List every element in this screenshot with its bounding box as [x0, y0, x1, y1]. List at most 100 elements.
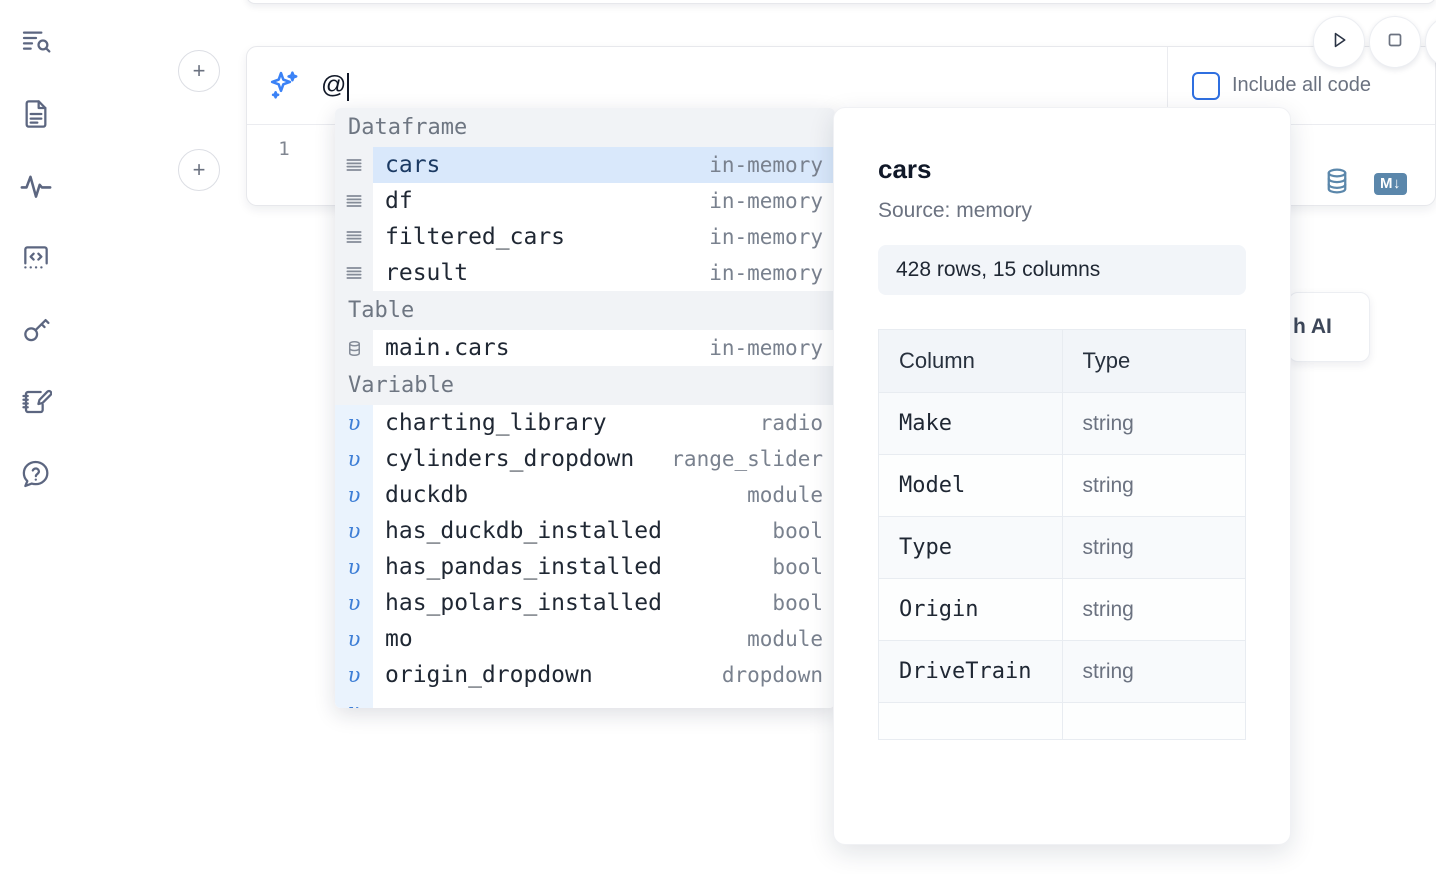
autocomplete-item-body — [373, 693, 835, 708]
sidebar-item-activity[interactable] — [12, 162, 60, 210]
autocomplete-item-meta: range_slider — [671, 447, 823, 471]
sidebar-item-outline[interactable] — [12, 18, 60, 66]
variable-icon: υ — [335, 477, 373, 513]
run-cell-button[interactable] — [1313, 16, 1365, 68]
autocomplete-item-name: origin_dropdown — [385, 662, 593, 688]
autocomplete-group-header: Dataframe — [335, 108, 835, 147]
add-cell-above-button[interactable]: + — [178, 50, 220, 92]
key-icon — [20, 314, 52, 346]
schema-column-type: string — [1061, 454, 1246, 517]
text-caret — [347, 72, 350, 101]
autocomplete-item-name: charting_library — [385, 410, 607, 436]
schema-column-name: Model — [878, 454, 1063, 517]
autocomplete-item-name: duckdb — [385, 482, 469, 508]
include-all-code-label: Include all code — [1232, 74, 1371, 96]
ai-sparkle-icon — [247, 68, 321, 104]
play-icon — [1327, 28, 1351, 57]
markdown-icon[interactable]: M↓ — [1374, 172, 1407, 195]
variable-icon: υ — [335, 621, 373, 657]
include-all-code-checkbox[interactable] — [1192, 71, 1220, 100]
variable-icon: υ — [335, 513, 373, 549]
database-table-icon — [335, 330, 373, 366]
variable-icon: υ — [335, 405, 373, 441]
autocomplete-item-name: has_pandas_installed — [385, 554, 662, 580]
ai-prompt-input[interactable]: @ — [321, 47, 1167, 125]
autocomplete-item[interactable]: cars in-memory — [335, 147, 835, 183]
sidebar-item-help[interactable] — [12, 450, 60, 498]
table-row — [878, 702, 1246, 740]
help-chat-icon — [20, 458, 52, 490]
schema-column-type: string — [1061, 392, 1246, 455]
autocomplete-item-meta: bool — [772, 591, 823, 615]
schema-column-type: string — [1061, 516, 1246, 579]
autocomplete-item-meta: in-memory — [709, 189, 823, 213]
schema-column-type — [1061, 702, 1246, 740]
generate-with-ai-button[interactable]: h AI — [1288, 292, 1370, 362]
dataframe-rows-icon — [335, 183, 373, 219]
autocomplete-item-meta: in-memory — [709, 225, 823, 249]
stop-cell-button[interactable] — [1369, 16, 1421, 68]
plus-icon: + — [192, 58, 206, 83]
dataframe-rows-icon — [335, 255, 373, 291]
autocomplete-item-meta: in-memory — [709, 336, 823, 360]
autocomplete-item[interactable]: main.cars in-memory — [335, 330, 835, 366]
autocomplete-item-body: filtered_cars in-memory — [373, 219, 835, 255]
cell-output-icons: M↓ — [1322, 166, 1407, 201]
cell-code-editor[interactable]: 1 — [247, 126, 1435, 206]
autocomplete-item-name: cylinders_dropdown — [385, 446, 635, 472]
plus-icon: + — [192, 157, 206, 182]
ai-prompt-value: @ — [321, 71, 347, 99]
schema-column-type: string — [1061, 640, 1246, 703]
autocomplete-item-meta: in-memory — [709, 261, 823, 285]
autocomplete-item-name: main.cars — [385, 335, 510, 361]
autocomplete-group-header: Variable — [335, 366, 835, 405]
sidebar-item-file[interactable] — [12, 90, 60, 138]
autocomplete-item-body: main.cars in-memory — [373, 330, 835, 366]
autocomplete-item-meta: bool — [772, 519, 823, 543]
line-number: 1 — [278, 138, 290, 160]
ai-prompt-bar: @ Include all code — [247, 46, 1435, 125]
autocomplete-item-name: filtered_cars — [385, 224, 566, 250]
column-header-type: Type — [1061, 329, 1246, 393]
database-icon[interactable] — [1322, 166, 1352, 201]
notebook-edit-icon — [20, 386, 52, 418]
autocomplete-item[interactable]: filtered_cars in-memory — [335, 219, 835, 255]
autocomplete-item-body: cylinders_dropdown range_slider — [373, 441, 835, 477]
schema-column-name: DriveTrain — [878, 640, 1063, 703]
add-cell-below-button[interactable]: + — [178, 149, 220, 191]
table-header-row: Column Type — [878, 329, 1246, 393]
autocomplete-item[interactable]: υ — [335, 693, 835, 708]
autocomplete-item-body: cars in-memory — [373, 147, 835, 183]
include-all-code-control[interactable]: Include all code — [1167, 46, 1435, 125]
schema-column-type: string — [1061, 578, 1246, 641]
schema-column-name: Origin — [878, 578, 1063, 641]
file-document-icon — [20, 98, 52, 130]
autocomplete-item-name: cars — [385, 152, 441, 178]
activity-pulse-icon — [19, 169, 53, 203]
code-snippet-icon — [20, 242, 52, 274]
sidebar-item-scratchpad[interactable] — [12, 378, 60, 426]
sidebar-item-snippets[interactable] — [12, 234, 60, 282]
sidebar-item-secrets[interactable] — [12, 306, 60, 354]
autocomplete-item-meta: in-memory — [709, 153, 823, 177]
outline-search-icon — [20, 26, 52, 58]
